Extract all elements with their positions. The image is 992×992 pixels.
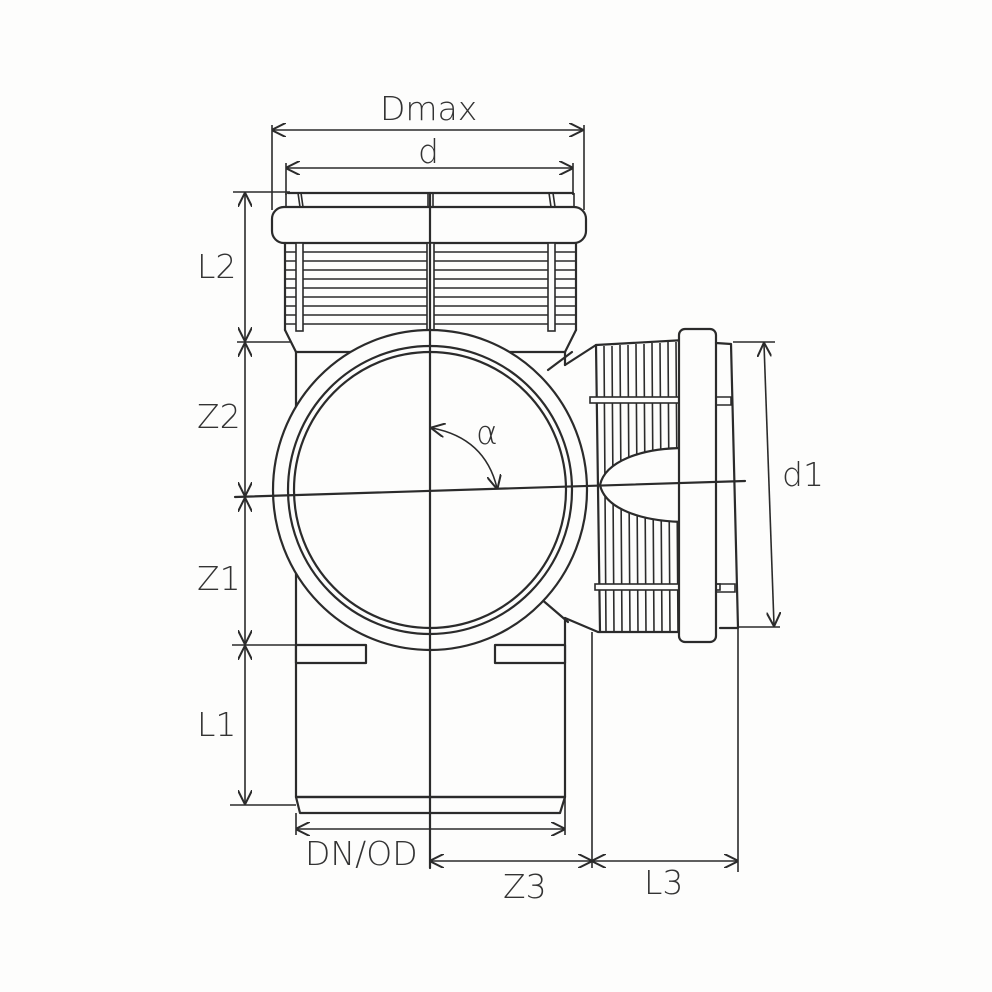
dimension-lines	[230, 125, 780, 872]
left-slot	[294, 643, 368, 665]
label-l3: L3	[644, 863, 684, 902]
label-dn-od: DN/OD	[305, 834, 418, 873]
label-l1: L1	[197, 705, 237, 744]
alpha-arc	[432, 428, 497, 488]
right-slot	[493, 643, 567, 665]
label-d1: d1	[782, 455, 824, 494]
label-z3: Z3	[503, 867, 547, 906]
label-alpha: α	[476, 413, 498, 452]
label-l2: L2	[197, 247, 237, 286]
label-d: d	[418, 132, 439, 171]
label-dmax: Dmax	[380, 89, 478, 128]
branch-seal-ring	[677, 327, 718, 644]
label-z2: Z2	[197, 397, 241, 436]
label-z1: Z1	[197, 559, 241, 598]
branch-socket	[538, 327, 740, 644]
